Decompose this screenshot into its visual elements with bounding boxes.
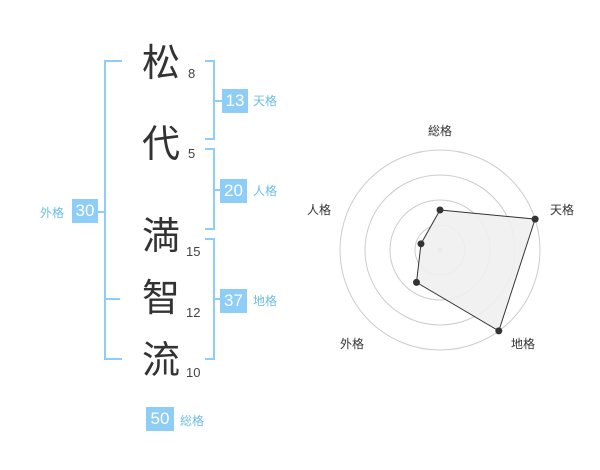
name-char-5: 流 (141, 338, 180, 382)
radar-area (415, 209, 536, 332)
radar-ring (414, 224, 466, 276)
tenkaku-connector (214, 100, 222, 102)
gaikaku-bracket (104, 60, 122, 360)
radar-axis-label-jinkaku: 人格 (307, 203, 332, 217)
stroke-count-5: 10 (186, 365, 201, 380)
name-char-3: 満 (141, 214, 180, 258)
radar-point-3 (495, 327, 503, 335)
name-char-4: 智 (141, 276, 180, 320)
jinkaku-value: 20 (220, 179, 247, 203)
jinkaku-label: 人格 (253, 184, 278, 198)
radar-grid (339, 149, 541, 351)
radar-ring (339, 149, 541, 351)
stroke-count-3: 15 (186, 244, 201, 259)
chikaku-connector (214, 298, 222, 300)
tenkaku-value: 13 (222, 89, 248, 113)
stroke-count-4: 12 (186, 305, 201, 320)
gaikaku-tick (104, 298, 120, 300)
soukaku-value: 50 (146, 407, 174, 431)
radar-ring (389, 199, 491, 301)
gaikaku-label: 外格 (40, 206, 65, 220)
radar-axis-label-gaikaku: 外格 (340, 337, 365, 351)
radar-point-5 (417, 240, 425, 248)
radar-axis-label-tenkaku: 天格 (550, 203, 575, 217)
radar-point-1 (436, 206, 444, 214)
tenkaku-label: 天格 (253, 94, 278, 108)
gaikaku-connector (96, 211, 106, 213)
jinkaku-connector (214, 189, 222, 191)
radar-ring (364, 174, 516, 326)
radar-axis-label-chikaku: 地格 (511, 337, 536, 351)
radar-point-2 (531, 215, 539, 223)
name-char-1: 松 (141, 41, 180, 85)
chikaku-label: 地格 (253, 294, 278, 308)
radar-axis-label-soukaku: 総格 (428, 124, 453, 138)
chikaku-value: 37 (220, 289, 247, 313)
radar-points (412, 206, 539, 335)
name-char-2: 代 (141, 122, 180, 166)
radar-center (437, 247, 443, 253)
stroke-count-2: 5 (188, 146, 196, 161)
radar-point-4 (412, 278, 420, 286)
soukaku-label: 総格 (180, 414, 205, 428)
stroke-count-1: 8 (188, 66, 196, 81)
gaikaku-value: 30 (72, 199, 98, 223)
